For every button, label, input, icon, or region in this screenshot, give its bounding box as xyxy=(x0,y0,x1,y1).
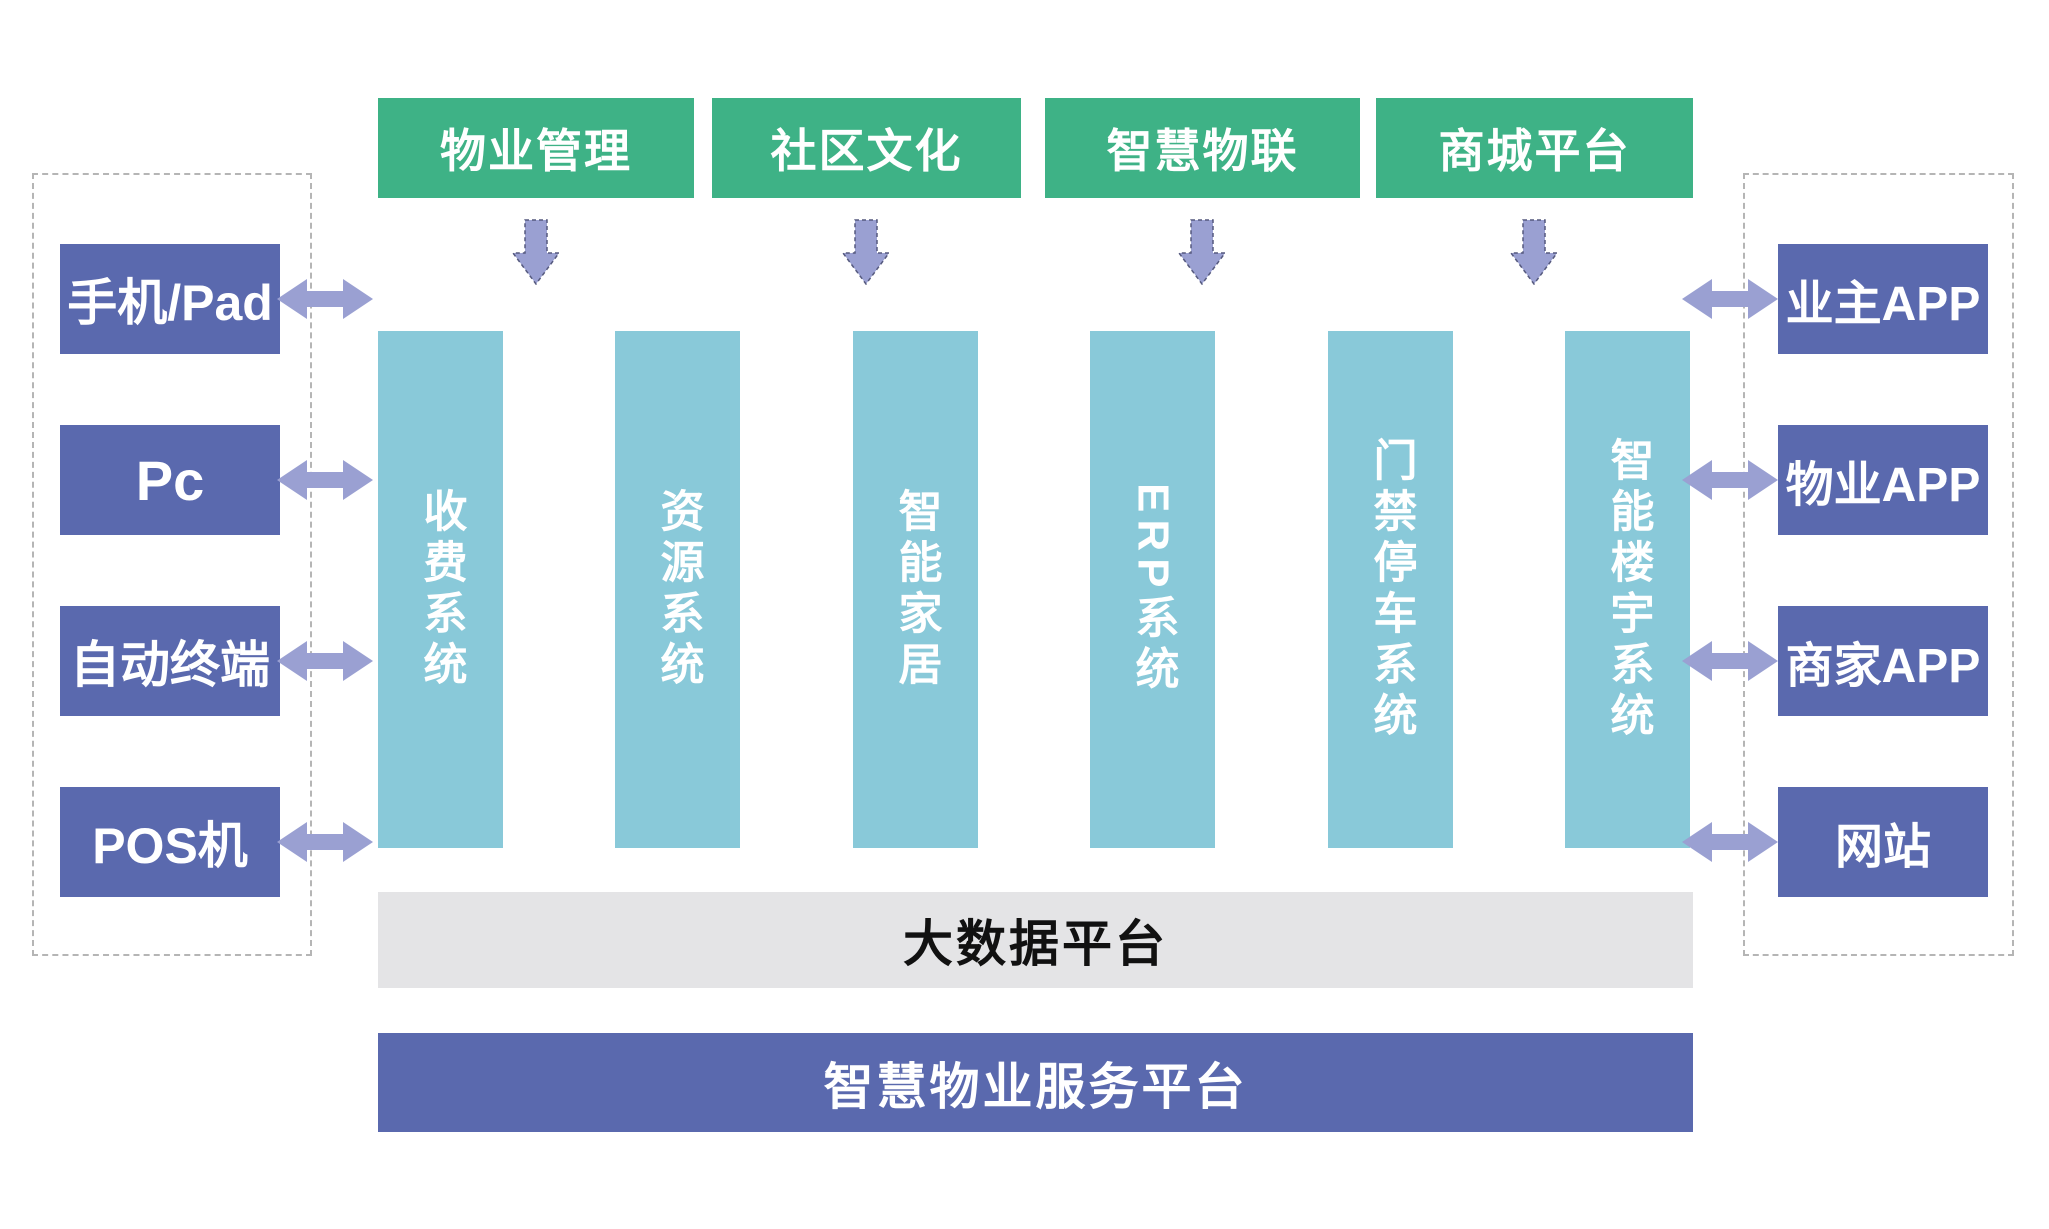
terminal-label: 自动终端 xyxy=(70,637,270,693)
module-smart-iot: 智慧物联 xyxy=(1045,98,1360,198)
service-platform-label: 智慧物业服务平台 xyxy=(823,1058,1248,1115)
left-right-arrow-icon xyxy=(1682,276,1778,322)
left-right-arrow-icon xyxy=(277,276,373,322)
system-label: 智能楼宇系统 xyxy=(1603,436,1653,743)
module-label: 物业管理 xyxy=(440,125,632,177)
apps-group-panel xyxy=(1743,173,2014,956)
system-label: 门禁停车系统 xyxy=(1366,436,1416,743)
app-label: 网站 xyxy=(1834,821,1931,874)
system-column-smart-building: 智能楼宇系统 xyxy=(1565,331,1690,848)
system-column-fee: 收费系统 xyxy=(378,331,503,848)
app-label: 物业APP xyxy=(1785,459,1981,512)
module-label: 智慧物联 xyxy=(1106,125,1299,177)
app-label: 业主APP xyxy=(1785,278,1981,331)
system-column-access-parking: 门禁停车系统 xyxy=(1328,331,1453,848)
system-column-smart-home: 智能家居 xyxy=(853,331,978,848)
terminal-pos: POS机 xyxy=(60,787,280,897)
left-right-arrow-icon xyxy=(277,638,373,684)
smart-property-service-platform-bar: 智慧物业服务平台 xyxy=(378,1033,1693,1132)
terminal-label: 手机/Pad xyxy=(67,275,273,331)
system-column-resource: 资源系统 xyxy=(615,331,740,848)
big-data-platform-label: 大数据平台 xyxy=(903,916,1168,972)
app-owner: 业主APP xyxy=(1778,244,1988,354)
app-label: 商家APP xyxy=(1785,640,1981,693)
app-property: 物业APP xyxy=(1778,425,1988,535)
system-label: ERP系统 xyxy=(1128,482,1178,697)
big-data-platform-bar: 大数据平台 xyxy=(378,892,1693,988)
module-label: 社区文化 xyxy=(770,125,963,177)
down-arrow-icon xyxy=(842,219,890,285)
system-column-erp: ERP系统 xyxy=(1090,331,1215,848)
terminal-label: POS机 xyxy=(92,818,248,874)
app-website: 网站 xyxy=(1778,787,1988,897)
module-mall-platform: 商城平台 xyxy=(1376,98,1693,198)
terminal-pc: Pc xyxy=(60,425,280,535)
left-right-arrow-icon xyxy=(1682,819,1778,865)
module-property-management: 物业管理 xyxy=(378,98,694,198)
module-label: 商城平台 xyxy=(1438,125,1631,177)
down-arrow-icon xyxy=(1178,219,1226,285)
app-merchant: 商家APP xyxy=(1778,606,1988,716)
down-arrow-icon xyxy=(1510,219,1558,285)
left-right-arrow-icon xyxy=(1682,638,1778,684)
system-label: 收费系统 xyxy=(416,487,466,692)
terminals-group-panel xyxy=(32,173,312,956)
down-arrow-icon xyxy=(512,219,560,285)
terminal-label: Pc xyxy=(135,448,205,512)
left-right-arrow-icon xyxy=(277,457,373,503)
terminal-phone-pad: 手机/Pad xyxy=(60,244,280,354)
system-label: 资源系统 xyxy=(653,487,703,692)
left-right-arrow-icon xyxy=(277,819,373,865)
system-label: 智能家居 xyxy=(891,487,941,692)
left-right-arrow-icon xyxy=(1682,457,1778,503)
module-community-culture: 社区文化 xyxy=(712,98,1021,198)
terminal-auto-kiosk: 自动终端 xyxy=(60,606,280,716)
